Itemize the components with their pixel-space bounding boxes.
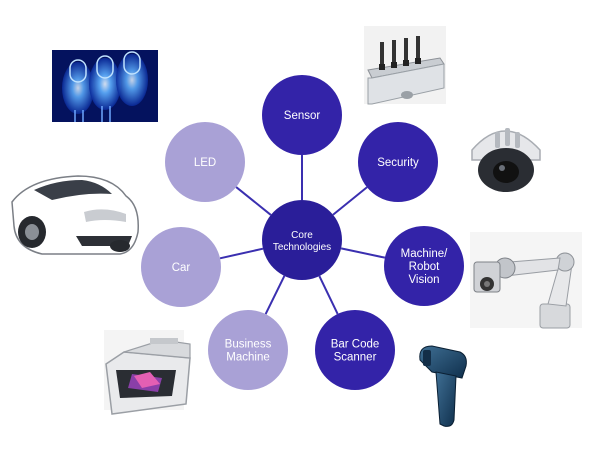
linear-sensor-array-icon: [364, 26, 446, 105]
connector-business: [264, 275, 286, 315]
robot-arm-icon: [470, 232, 582, 329]
barcode-scanner-icon: [419, 345, 467, 427]
satellite-node-led: LED: [165, 122, 245, 202]
satellite-node-car: Car: [141, 227, 221, 307]
satellite-node-sensor: Sensor: [262, 75, 342, 155]
connector-led: [235, 186, 272, 216]
office-printer-icon: [104, 330, 191, 415]
node-label-led: LED: [194, 157, 216, 169]
connector-security: [332, 186, 368, 216]
connector-lines: [219, 155, 386, 315]
node-label-security: Security: [377, 157, 419, 169]
blue-led-lights-icon: [52, 50, 158, 122]
connector-car: [219, 247, 264, 260]
satellite-node-security: Security: [358, 122, 438, 202]
white-sports-car-icon: [11, 175, 139, 255]
connector-barcode: [318, 275, 339, 315]
node-label-car: Car: [172, 262, 191, 274]
connector-vision: [340, 247, 386, 259]
dome-security-camera-icon: [471, 128, 541, 192]
node-label-sensor: Sensor: [284, 110, 321, 122]
